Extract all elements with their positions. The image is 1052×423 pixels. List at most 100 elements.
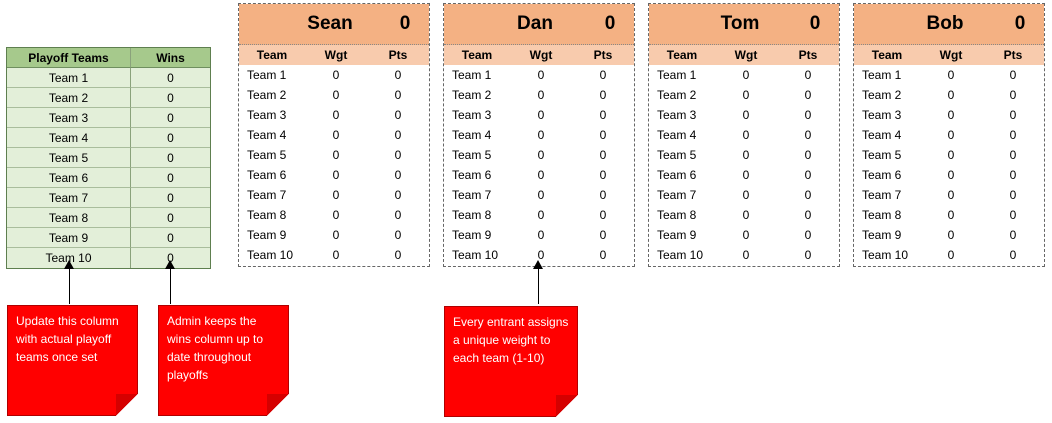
wgt-cell[interactable]: 0 bbox=[537, 108, 545, 122]
pts-cell: 0 bbox=[599, 68, 607, 82]
pts-cell: 0 bbox=[599, 208, 607, 222]
wgt-cell[interactable]: 0 bbox=[537, 68, 545, 82]
team-cell[interactable]: Team 9 bbox=[7, 228, 131, 248]
wgt-cell[interactable]: 0 bbox=[537, 88, 545, 102]
wgt-cell[interactable]: 0 bbox=[537, 128, 545, 142]
team-cell[interactable]: Team 6 bbox=[7, 168, 131, 188]
wgt-cell[interactable]: 0 bbox=[742, 108, 750, 122]
table-row: Team 9 0 bbox=[7, 228, 210, 248]
wgt-cell[interactable]: 0 bbox=[332, 248, 340, 262]
team-header: Team bbox=[666, 48, 698, 62]
team-cell: Team 2 bbox=[862, 88, 902, 102]
wgt-cell[interactable]: 0 bbox=[947, 128, 955, 142]
table-row: Team 7 0 bbox=[7, 188, 210, 208]
table-row: Team 2 0 bbox=[7, 88, 210, 108]
team-cell[interactable]: Team 5 bbox=[7, 148, 131, 168]
wgt-cell[interactable]: 0 bbox=[537, 228, 545, 242]
team-cell: Team 7 bbox=[862, 188, 902, 202]
wgt-cell[interactable]: 0 bbox=[742, 208, 750, 222]
wgt-header: Wgt bbox=[529, 48, 553, 62]
wgt-cell[interactable]: 0 bbox=[332, 148, 340, 162]
team-cell: Team 1 bbox=[452, 68, 492, 82]
pts-cell: 0 bbox=[1009, 208, 1017, 222]
wgt-cell[interactable]: 0 bbox=[332, 68, 340, 82]
wgt-cell[interactable]: 0 bbox=[947, 168, 955, 182]
note-text: Every entrant assigns a unique weight to… bbox=[453, 315, 569, 365]
team-cell[interactable]: Team 8 bbox=[7, 208, 131, 228]
wins-cell[interactable]: 0 bbox=[131, 228, 210, 248]
wins-cell[interactable]: 0 bbox=[131, 168, 210, 188]
wgt-cell[interactable]: 0 bbox=[742, 68, 750, 82]
wgt-cell[interactable]: 0 bbox=[742, 188, 750, 202]
team-cell[interactable]: Team 1 bbox=[7, 68, 131, 88]
page-fold-icon bbox=[556, 395, 578, 417]
wgt-cell[interactable]: 0 bbox=[537, 168, 545, 182]
team-header: Team bbox=[871, 48, 903, 62]
wins-cell[interactable]: 0 bbox=[131, 88, 210, 108]
wgt-cell[interactable]: 0 bbox=[742, 248, 750, 262]
wgt-cell[interactable]: 0 bbox=[947, 68, 955, 82]
wgt-cell[interactable]: 0 bbox=[742, 168, 750, 182]
wgt-cell[interactable]: 0 bbox=[332, 208, 340, 222]
wins-cell[interactable]: 0 bbox=[131, 128, 210, 148]
wgt-cell[interactable]: 0 bbox=[947, 208, 955, 222]
team-cell[interactable]: Team 10 bbox=[7, 248, 131, 268]
team-cell: Team 8 bbox=[452, 208, 492, 222]
wgt-cell[interactable]: 0 bbox=[537, 188, 545, 202]
wgt-cell[interactable]: 0 bbox=[742, 148, 750, 162]
wgt-cell[interactable]: 0 bbox=[537, 208, 545, 222]
wgt-cell[interactable]: 0 bbox=[332, 88, 340, 102]
team-cell[interactable]: Team 4 bbox=[7, 128, 131, 148]
wgt-cell[interactable]: 0 bbox=[742, 228, 750, 242]
team-cell: Team 1 bbox=[657, 68, 697, 82]
wgt-cell[interactable]: 0 bbox=[947, 188, 955, 202]
table-row: Team 5 0 bbox=[7, 148, 210, 168]
wgt-cell[interactable]: 0 bbox=[947, 108, 955, 122]
pts-cell: 0 bbox=[394, 248, 402, 262]
wins-cell[interactable]: 0 bbox=[131, 208, 210, 228]
wgt-cell[interactable]: 0 bbox=[947, 148, 955, 162]
wgt-cell[interactable]: 0 bbox=[742, 128, 750, 142]
wins-cell[interactable]: 0 bbox=[131, 148, 210, 168]
entrant-name: Dan bbox=[517, 13, 553, 34]
wins-cell[interactable]: 0 bbox=[131, 68, 210, 88]
team-cell: Team 5 bbox=[247, 148, 287, 162]
pts-cell: 0 bbox=[1009, 68, 1017, 82]
wgt-cell[interactable]: 0 bbox=[742, 88, 750, 102]
entrant-name: Bob bbox=[926, 13, 964, 34]
wgt-cell[interactable]: 0 bbox=[947, 228, 955, 242]
wins-cell[interactable]: 0 bbox=[131, 248, 210, 268]
team-cell[interactable]: Team 2 bbox=[7, 88, 131, 108]
wgt-cell[interactable]: 0 bbox=[332, 228, 340, 242]
arrow-up-icon bbox=[533, 260, 543, 304]
team-cell[interactable]: Team 3 bbox=[7, 108, 131, 128]
table-row: Team 5 0 0 bbox=[239, 145, 429, 165]
pts-cell: 0 bbox=[804, 208, 812, 222]
wgt-cell[interactable]: 0 bbox=[332, 108, 340, 122]
wins-cell[interactable]: 0 bbox=[131, 108, 210, 128]
wgt-cell[interactable]: 0 bbox=[537, 148, 545, 162]
team-cell: Team 2 bbox=[247, 88, 287, 102]
pts-cell: 0 bbox=[394, 148, 402, 162]
playoff-teams-header: Playoff Teams bbox=[7, 48, 131, 68]
wins-cell[interactable]: 0 bbox=[131, 188, 210, 208]
team-cell[interactable]: Team 7 bbox=[7, 188, 131, 208]
wgt-cell[interactable]: 0 bbox=[332, 168, 340, 182]
wgt-cell[interactable]: 0 bbox=[537, 248, 545, 262]
wgt-cell[interactable]: 0 bbox=[947, 88, 955, 102]
table-row: Team 10 0 bbox=[7, 248, 210, 268]
wgt-cell[interactable]: 0 bbox=[332, 128, 340, 142]
wgt-cell[interactable]: 0 bbox=[947, 248, 955, 262]
wgt-cell[interactable]: 0 bbox=[332, 188, 340, 202]
pts-cell: 0 bbox=[804, 148, 812, 162]
